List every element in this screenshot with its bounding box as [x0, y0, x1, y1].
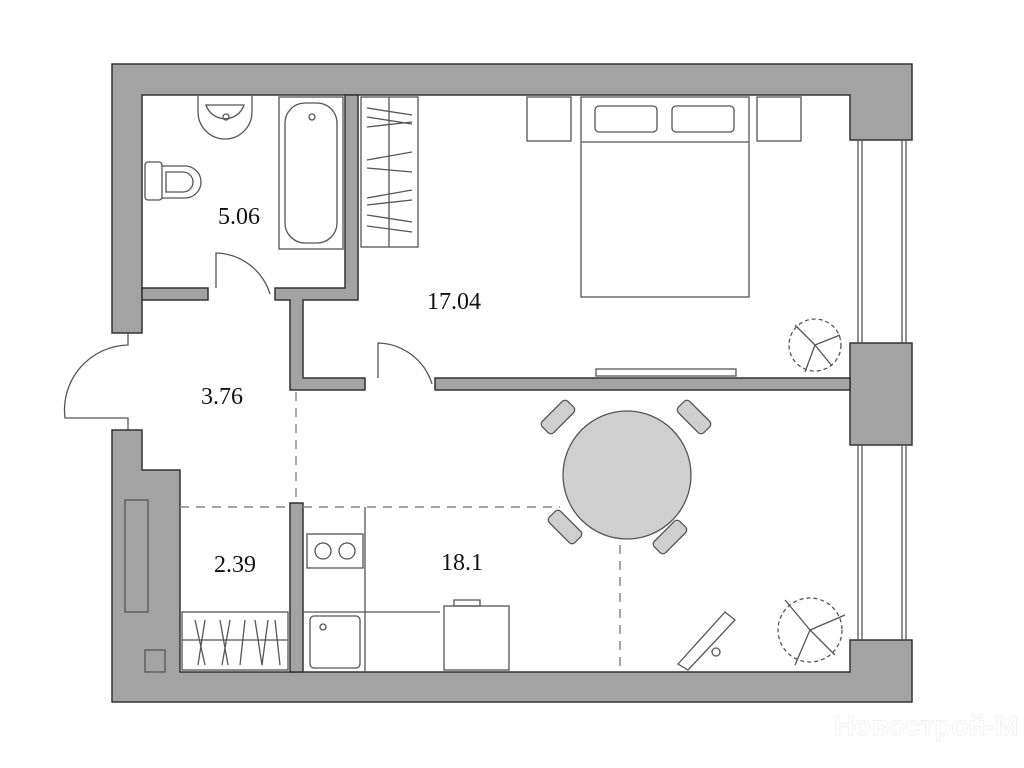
window-living: [857, 445, 907, 640]
zone-lines: [180, 392, 621, 672]
outer-wall-left-bottom: [111, 429, 913, 703]
wardrobe-bedroom: [360, 96, 419, 248]
window-pier: [849, 342, 913, 446]
kitchen-counter: [303, 507, 510, 672]
door-entrance: [63, 333, 129, 430]
area-label-kitchen-living: 18.1: [441, 550, 483, 576]
kitchen-sink-icon: [309, 615, 361, 669]
bath-wall-right: [274, 94, 366, 391]
wardrobe-storage: [181, 611, 289, 671]
bath-wall-left: [141, 287, 209, 301]
doors: [63, 252, 433, 430]
sink-icon: [197, 96, 253, 140]
watermark: Новострой-М: [834, 710, 1018, 741]
window-bedroom: [857, 140, 907, 343]
walls: [111, 63, 913, 703]
windows: [857, 140, 907, 640]
stove-icon: [306, 533, 364, 569]
armchair-icon: [676, 611, 736, 671]
storage-fixtures: [124, 499, 289, 673]
radiator-bedroom: [595, 368, 737, 377]
door-bathroom: [215, 252, 271, 295]
plant-icon: [788, 318, 842, 373]
area-label-storage: 2.39: [214, 552, 256, 578]
area-label-hallway: 3.76: [201, 384, 243, 410]
fridge-icon: [443, 605, 510, 671]
outer-wall-top-left: [111, 63, 913, 334]
area-label-bedroom: 17.04: [427, 289, 481, 315]
bathtub-icon: [278, 96, 344, 250]
plant-icon: [777, 597, 846, 666]
kitchen-wall: [289, 502, 304, 673]
bathroom-fixtures: [144, 96, 344, 250]
area-label-bathroom: 5.06: [218, 204, 260, 230]
dining-table-icon: [540, 399, 712, 555]
door-bedroom: [377, 342, 433, 385]
bed-icon: [526, 96, 802, 298]
bedroom-wall: [434, 377, 851, 391]
toilet-icon: [144, 161, 202, 201]
